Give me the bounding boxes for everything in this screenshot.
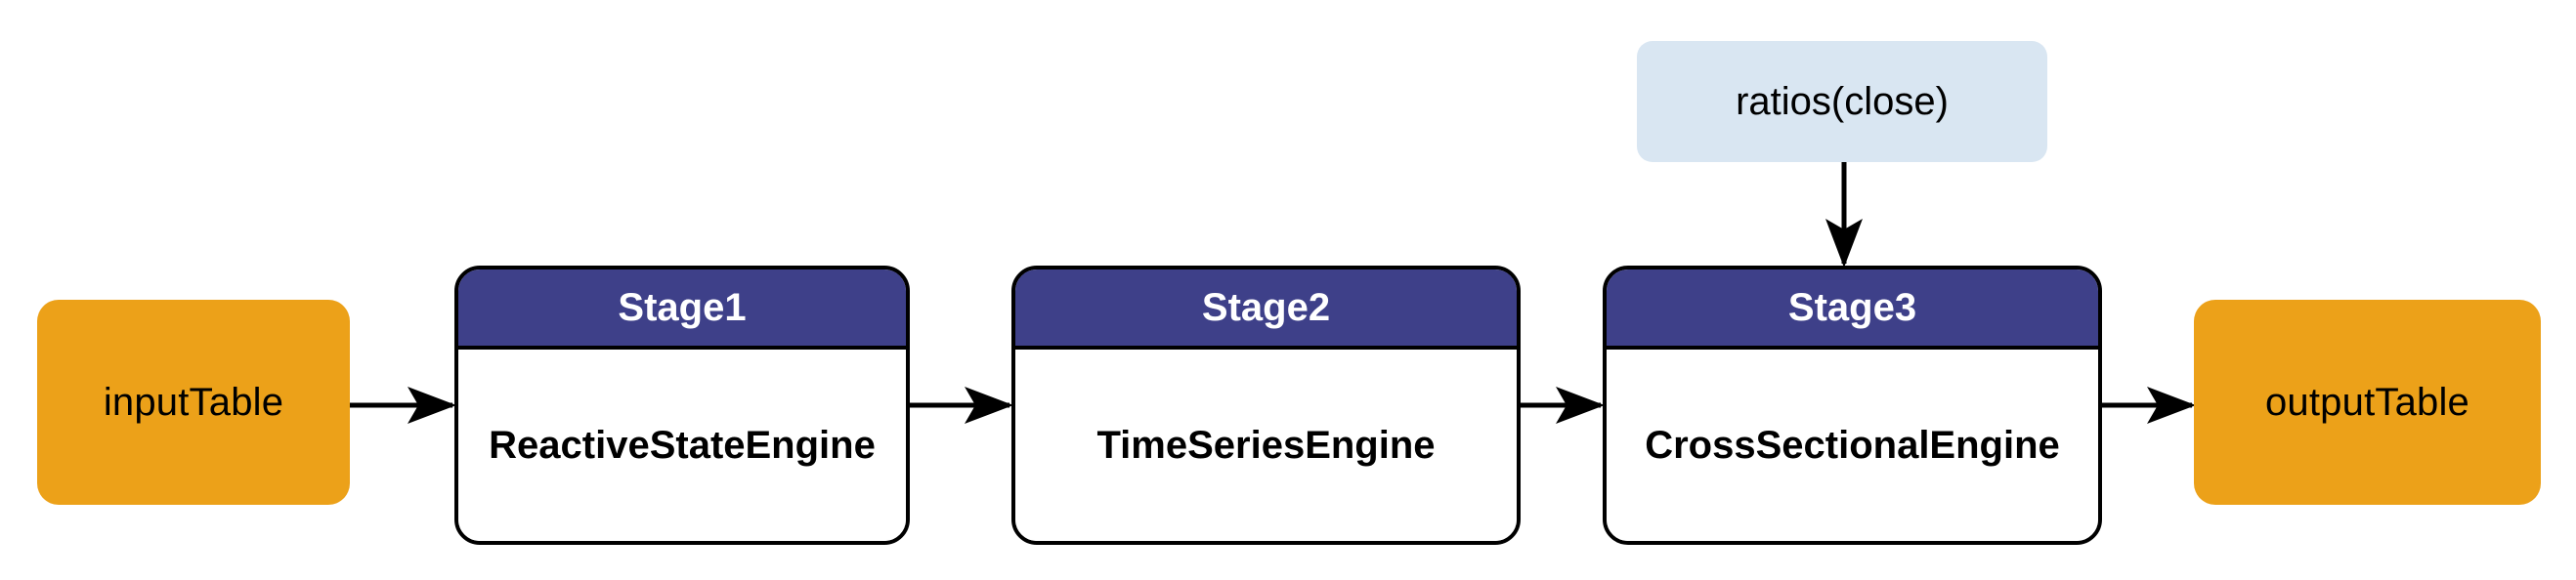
node-output-table[interactable]: outputTable <box>2194 300 2541 505</box>
node-stage3-body: CrossSectionalEngine <box>1607 350 2098 541</box>
node-stage2-title: Stage2 <box>1201 286 1331 329</box>
node-stage3[interactable]: Stage3 CrossSectionalEngine <box>1603 266 2102 545</box>
node-ratios-close-label: ratios(close) <box>1736 80 1949 123</box>
node-input-table[interactable]: inputTable <box>37 300 350 505</box>
node-stage1-header: Stage1 <box>458 269 906 350</box>
node-stage3-engine-label: CrossSectionalEngine <box>1645 424 2060 467</box>
node-output-table-label: outputTable <box>2264 381 2470 424</box>
node-stage2[interactable]: Stage2 TimeSeriesEngine <box>1011 266 1521 545</box>
node-stage3-title: Stage3 <box>1787 286 1917 329</box>
node-stage1-title: Stage1 <box>618 286 747 329</box>
node-stage2-header: Stage2 <box>1015 269 1517 350</box>
node-stage2-body: TimeSeriesEngine <box>1015 350 1517 541</box>
node-ratios-close[interactable]: ratios(close) <box>1637 41 2047 162</box>
node-stage2-engine-label: TimeSeriesEngine <box>1096 424 1436 467</box>
node-stage1[interactable]: Stage1 ReactiveStateEngine <box>454 266 910 545</box>
node-input-table-label: inputTable <box>103 381 284 424</box>
node-stage1-body: ReactiveStateEngine <box>458 350 906 541</box>
node-stage3-header: Stage3 <box>1607 269 2098 350</box>
node-stage1-engine-label: ReactiveStateEngine <box>489 424 876 467</box>
